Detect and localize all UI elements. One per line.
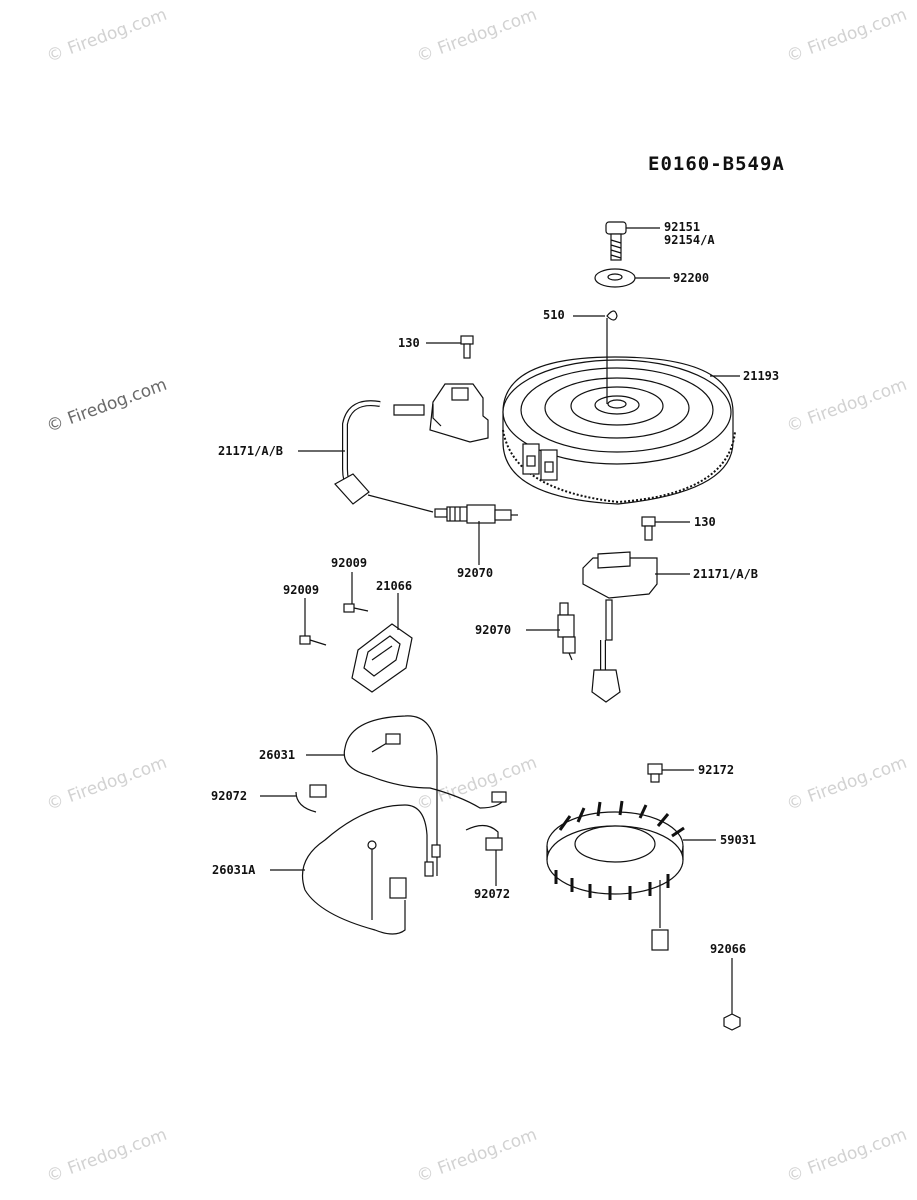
ignition-coil-upper-drawing	[334, 383, 489, 513]
leader-lines	[260, 227, 740, 1014]
part-label-92072-right: 92072	[474, 887, 511, 901]
part-label-92151: 92151	[664, 220, 701, 234]
igniter-21066-drawing	[351, 623, 413, 693]
part-label-92009-lower: 92009	[283, 583, 320, 597]
part-label-21193: 21193	[743, 369, 780, 383]
part-label-92066: 92066	[710, 942, 747, 956]
spark-plug-upper-drawing	[434, 504, 518, 524]
connector-92072-left-drawing	[295, 784, 327, 813]
bolt-130-lower-drawing	[641, 516, 656, 541]
harness-26031A-drawing	[301, 804, 434, 935]
part-label-92154A: 92154/A	[664, 233, 715, 247]
part-label-510: 510	[543, 308, 565, 322]
key-510-drawing	[606, 310, 618, 321]
part-label-130-upper: 130	[398, 336, 420, 350]
connector-92072-right-drawing	[465, 824, 503, 851]
nut-92066-drawing	[723, 1013, 741, 1031]
spark-plug-lower-drawing	[557, 602, 576, 661]
part-label-92200: 92200	[673, 271, 710, 285]
part-label-92172: 92172	[698, 763, 735, 777]
part-label-92070-lower: 92070	[475, 623, 512, 637]
part-label-21171-lower: 21171/A/B	[693, 567, 759, 581]
ignition-coil-lower-drawing	[582, 551, 658, 703]
bolt-92172-drawing	[647, 763, 663, 783]
part-label-26031: 26031	[259, 748, 296, 762]
part-label-21171-upper: 21171/A/B	[218, 444, 284, 458]
part-label-59031: 59031	[720, 833, 757, 847]
stator-59031-drawing	[546, 800, 685, 951]
part-label-92009-upper: 92009	[331, 556, 368, 570]
bolt-130-upper-drawing	[460, 335, 474, 359]
diagram-code: E0160-B549A	[648, 153, 785, 175]
part-label-26031A: 26031A	[212, 863, 256, 877]
part-label-130-lower: 130	[694, 515, 716, 529]
flywheel-21193-drawing	[502, 356, 736, 505]
screws-92009-drawing	[299, 603, 369, 646]
bolt-92151-drawing	[605, 221, 627, 261]
part-label-21066: 21066	[376, 579, 413, 593]
washer-92200-drawing	[594, 268, 636, 288]
part-label-92070-upper: 92070	[457, 566, 494, 580]
harness-26031-drawing	[343, 715, 507, 876]
part-label-92072-left: 92072	[211, 789, 248, 803]
